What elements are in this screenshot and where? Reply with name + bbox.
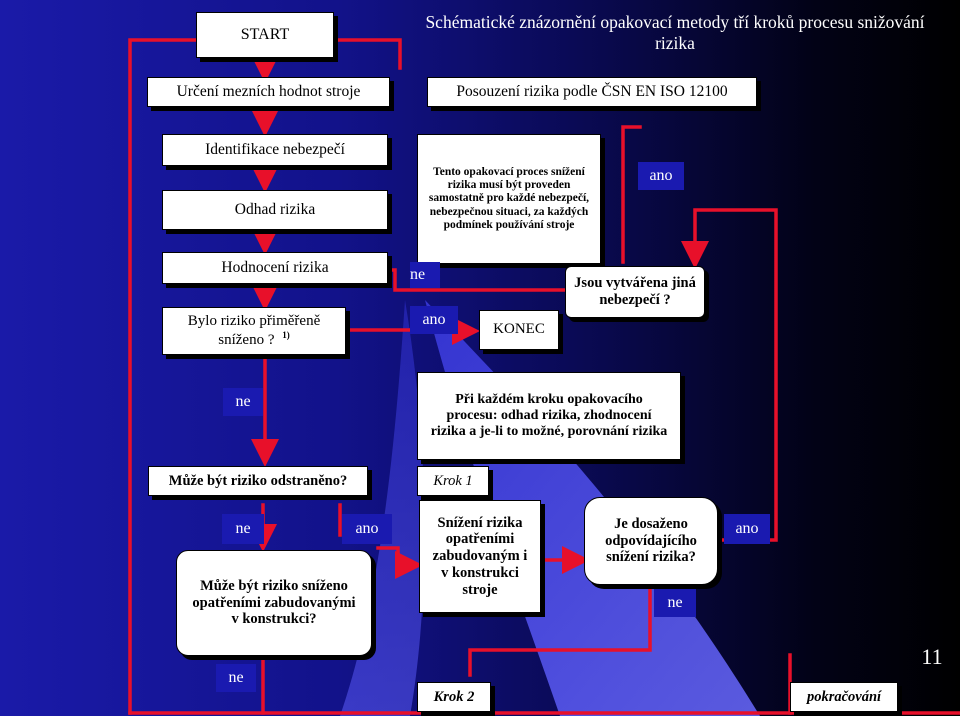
arrow-jsou-ne xyxy=(358,268,568,292)
arrow-snizeno-ano xyxy=(376,546,423,579)
snizeni-box: Snížení rizika opatřeními zabudovaným i … xyxy=(419,500,541,613)
jsou-vytvarena-box: Jsou vytvářena jiná nebezpečí ? xyxy=(565,266,705,318)
pri-kazdem-box: Při každém kroku opakovacího procesu: od… xyxy=(417,372,681,460)
light-beam-decoration-2 xyxy=(340,300,425,716)
arrow-jsou-ano xyxy=(621,125,642,264)
label-ne-bottom-right: ne xyxy=(654,589,696,617)
label-ano-top: ano xyxy=(638,162,684,190)
label-ano-row: ano xyxy=(342,514,392,544)
muze-odstraneno-box: Může být riziko odstraněno? xyxy=(148,466,368,496)
label-ne-left: ne xyxy=(223,388,263,416)
arrow-dosazeno-ne xyxy=(468,588,652,677)
tento-box: Tento opakovací proces snížení rizika mu… xyxy=(417,134,601,264)
label-ne-mid: ne xyxy=(410,262,440,288)
start-box: START xyxy=(196,12,334,58)
krok1-box: Krok 1 xyxy=(417,466,489,496)
posouzeni-box: Posouzení rizika podle ČSN EN ISO 12100 xyxy=(427,77,757,107)
footnote-mark: 1) xyxy=(282,330,290,340)
hodnoceni-box: Hodnocení rizika xyxy=(162,252,388,284)
bylo-snizeno-box: Bylo riziko přiměřeně sníženo ? 1) xyxy=(162,307,346,355)
slide-title: Schématické znázornění opakovací metody … xyxy=(425,12,925,53)
odhad-box: Odhad rizika xyxy=(162,190,388,230)
label-ano-right: ano xyxy=(724,514,770,544)
krok2-box: Krok 2 xyxy=(417,682,491,712)
page-number: 11 xyxy=(921,644,943,669)
konec-box: KONEC xyxy=(479,310,559,350)
label-ano-mid: ano xyxy=(410,306,458,334)
muze-snizeno-box: Může být riziko sníženo opatřeními zabud… xyxy=(176,550,372,656)
identifikace-box: Identifikace nebezpečí xyxy=(162,134,388,166)
arrow-dosazeno-ano-up xyxy=(681,208,778,542)
bylo-snizeno-text: Bylo riziko přiměřeně sníženo ? xyxy=(187,312,321,348)
urceni-box: Určení mezních hodnot stroje xyxy=(147,77,390,107)
label-ne-row: ne xyxy=(222,514,264,544)
label-ne-bottom: ne xyxy=(216,664,256,692)
dosazeno-box: Je dosaženo odpovídajícího snížení rizik… xyxy=(584,497,718,585)
pokracovani-box: pokračování xyxy=(790,682,898,712)
